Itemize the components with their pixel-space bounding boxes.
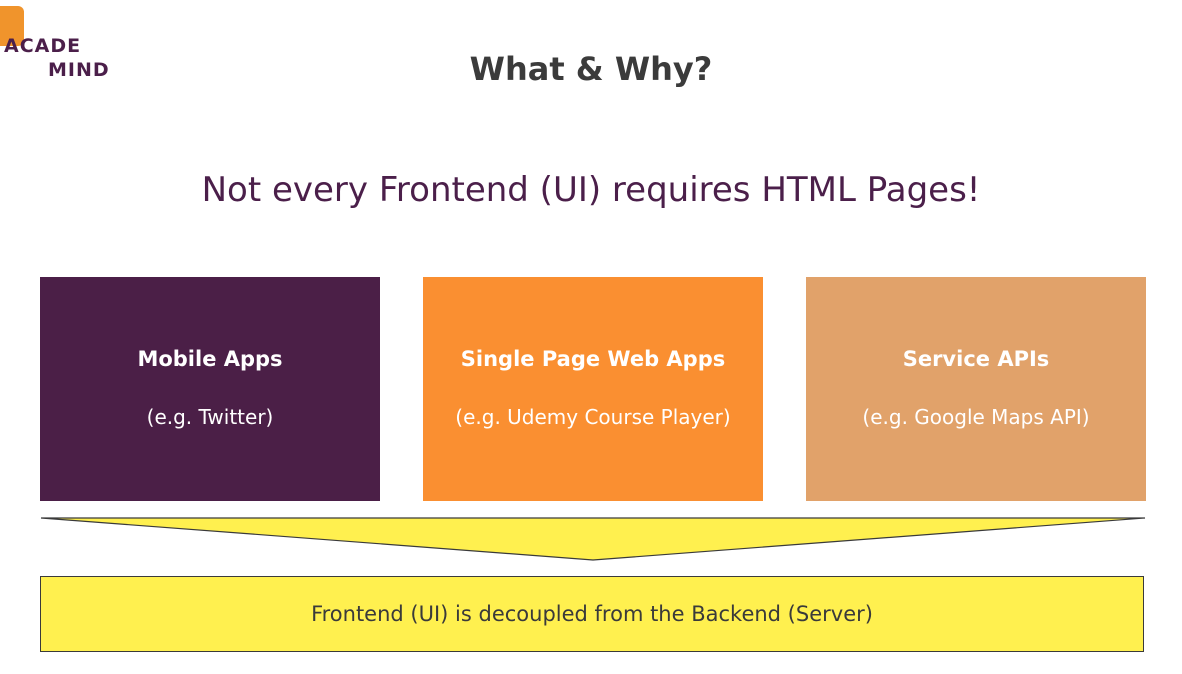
box-title: Mobile Apps [137,347,283,371]
logo-text-line1: ACADE [4,35,82,57]
banner-text: Frontend (UI) is decoupled from the Back… [311,602,873,626]
logo-mark-icon [0,6,24,46]
mobile-apps-box: Mobile Apps (e.g. Twitter) [40,277,380,501]
service-apis-box: Service APIs (e.g. Google Maps API) [806,277,1146,501]
box-example: (e.g. Google Maps API) [862,405,1090,429]
box-example: (e.g. Udemy Course Player) [455,405,731,429]
slide-title: What & Why? [469,50,713,88]
box-example: (e.g. Twitter) [146,405,274,429]
funnel-arrow-icon [40,517,1146,561]
academind-logo: ACADE MIND [0,6,120,86]
decoupled-banner: Frontend (UI) is decoupled from the Back… [40,576,1144,652]
logo-text-line2: MIND [48,59,110,81]
box-title: Single Page Web Apps [460,347,726,371]
box-title: Service APIs [902,347,1050,371]
single-page-apps-box: Single Page Web Apps (e.g. Udemy Course … [423,277,763,501]
slide-subtitle: Not every Frontend (UI) requires HTML Pa… [201,170,981,210]
